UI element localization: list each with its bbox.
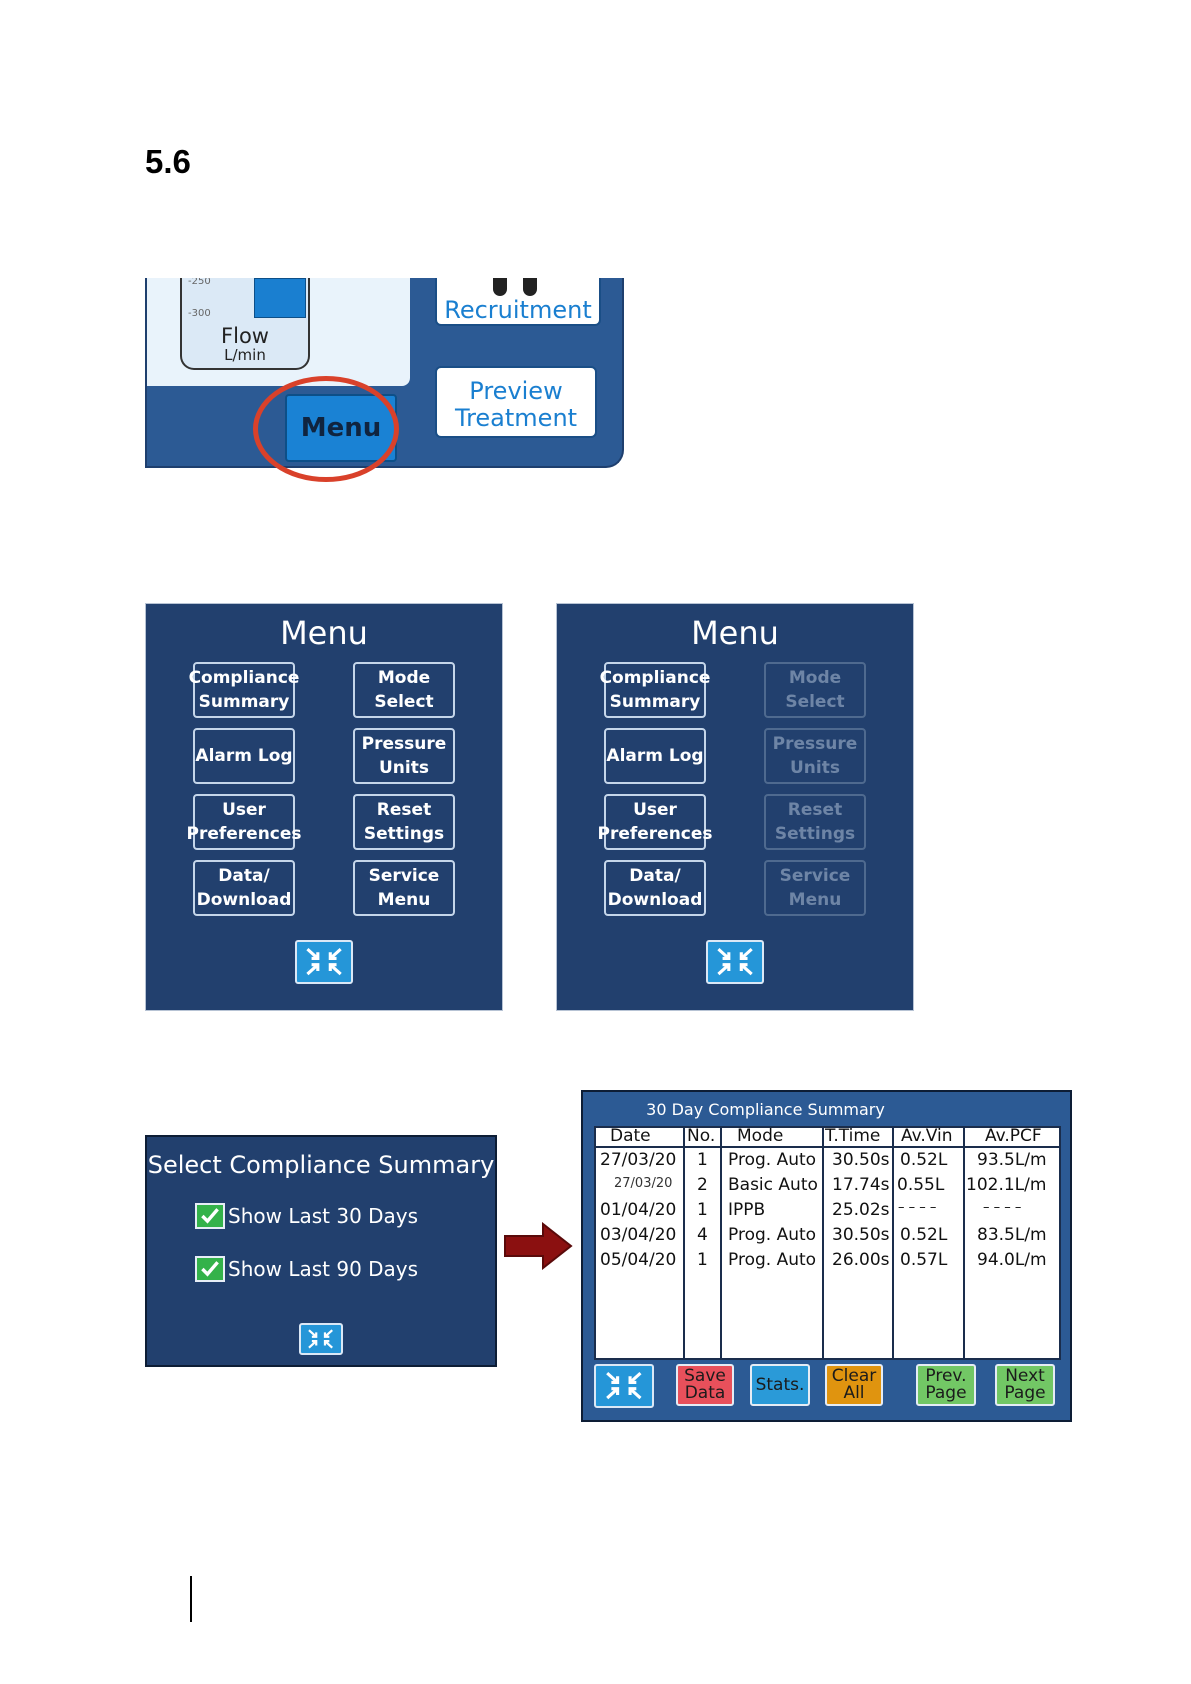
flow-unit: L/min [224, 346, 266, 364]
option-30-days[interactable]: Show Last 30 Days [195, 1203, 418, 1229]
stats-button[interactable]: Stats. [750, 1364, 810, 1406]
footer-divider [190, 1576, 192, 1622]
table-cell: Prog. Auto [728, 1225, 817, 1245]
checkmark-icon [195, 1203, 225, 1229]
treatment-label: Treatment [454, 404, 578, 432]
table-cell: 01/04/20 [600, 1200, 677, 1220]
section-number: 5.6 [145, 143, 191, 180]
collapse-button[interactable] [594, 1364, 654, 1408]
data-download-button[interactable]: Data/Download [604, 860, 706, 916]
compliance-summary-screen: 30 Day Compliance Summary Date No. Mode … [581, 1090, 1072, 1422]
collapse-icon [717, 948, 753, 976]
dialog-title: Select Compliance Summary [147, 1151, 495, 1179]
collapse-icon [306, 948, 342, 976]
table-cell: 0.57L [900, 1250, 948, 1270]
table-cell: 26.00s [832, 1250, 890, 1270]
select-compliance-dialog: Select Compliance Summary Show Last 30 D… [145, 1135, 497, 1367]
table-cell: 27/03/20 [614, 1176, 673, 1191]
option-90-days[interactable]: Show Last 90 Days [195, 1256, 418, 1282]
table-cell: 25.02s [832, 1200, 890, 1220]
flow-gauge: -250 -300 Flow L/min [180, 278, 310, 370]
column-header: T.Time [825, 1126, 881, 1146]
column-header: No. [687, 1126, 716, 1146]
table-cell: – – – – [898, 1200, 937, 1215]
collapse-button[interactable] [299, 1323, 343, 1355]
table-cell: 2 [697, 1175, 708, 1195]
table-cell: 05/04/20 [600, 1250, 677, 1270]
preview-treatment-button[interactable]: Preview Treatment [435, 366, 597, 438]
main-screen-crop: -250 -300 Flow L/min Recruitment Preview… [145, 278, 624, 468]
table-cell: 30.50s [832, 1150, 890, 1170]
table-cell: 94.0L/m [977, 1250, 1047, 1270]
prev-page-button[interactable]: Prev.Page [916, 1364, 976, 1406]
alarm-log-button[interactable]: Alarm Log [193, 728, 295, 784]
column-header: Date [610, 1126, 651, 1146]
alarm-log-button[interactable]: Alarm Log [604, 728, 706, 784]
recruitment-button[interactable]: Recruitment [435, 278, 601, 326]
table-cell: – – – – [983, 1200, 1022, 1215]
collapse-icon [606, 1372, 642, 1400]
flow-bar [254, 278, 306, 318]
column-header: Av.Vin [901, 1126, 953, 1146]
table-cell: 1 [697, 1250, 708, 1270]
tick-label: -300 [188, 308, 211, 319]
table-cell: 4 [697, 1225, 708, 1245]
table-cell: 1 [697, 1150, 708, 1170]
table-cell: 102.1L/m [966, 1175, 1047, 1195]
table-cell: IPPB [728, 1200, 766, 1220]
option-label: Show Last 90 Days [228, 1257, 419, 1281]
table-cell: 93.5L/m [977, 1150, 1047, 1170]
summary-table: Date No. Mode T.Time Av.Vin Av.PCF 27/03… [594, 1126, 1061, 1360]
tick-label: -250 [188, 278, 211, 287]
arrow-right-icon [504, 1222, 573, 1270]
table-cell: 0.55L [897, 1175, 945, 1195]
data-download-button[interactable]: Data/Download [193, 860, 295, 916]
column-header: Av.PCF [985, 1126, 1042, 1146]
collapse-icon [308, 1329, 334, 1349]
table-cell: 03/04/20 [600, 1225, 677, 1245]
flow-label: Flow [221, 324, 269, 348]
checkmark-icon [195, 1256, 225, 1282]
table-cell: Basic Auto [728, 1175, 818, 1195]
table-cell: 83.5L/m [977, 1225, 1047, 1245]
recruitment-label: Recruitment [444, 296, 592, 324]
table-cell: 0.52L [900, 1225, 948, 1245]
menu-title: Menu [280, 614, 368, 652]
preview-label: Preview [469, 377, 563, 405]
table-cell: Prog. Auto [728, 1250, 817, 1270]
table-cell: 0.52L [900, 1150, 948, 1170]
table-cell: 17.74s [832, 1175, 890, 1195]
option-label: Show Last 30 Days [228, 1204, 419, 1228]
collapse-button[interactable] [295, 940, 353, 984]
summary-title: 30 Day Compliance Summary [646, 1100, 885, 1119]
lungs-icon [437, 278, 599, 296]
table-cell: Prog. Auto [728, 1150, 817, 1170]
column-header: Mode [737, 1126, 784, 1146]
table-cell: 27/03/20 [600, 1150, 677, 1170]
table-cell: 30.50s [832, 1225, 890, 1245]
collapse-button[interactable] [706, 940, 764, 984]
highlight-circle [253, 376, 399, 482]
table-cell: 1 [697, 1200, 708, 1220]
menu-title: Menu [691, 614, 779, 652]
